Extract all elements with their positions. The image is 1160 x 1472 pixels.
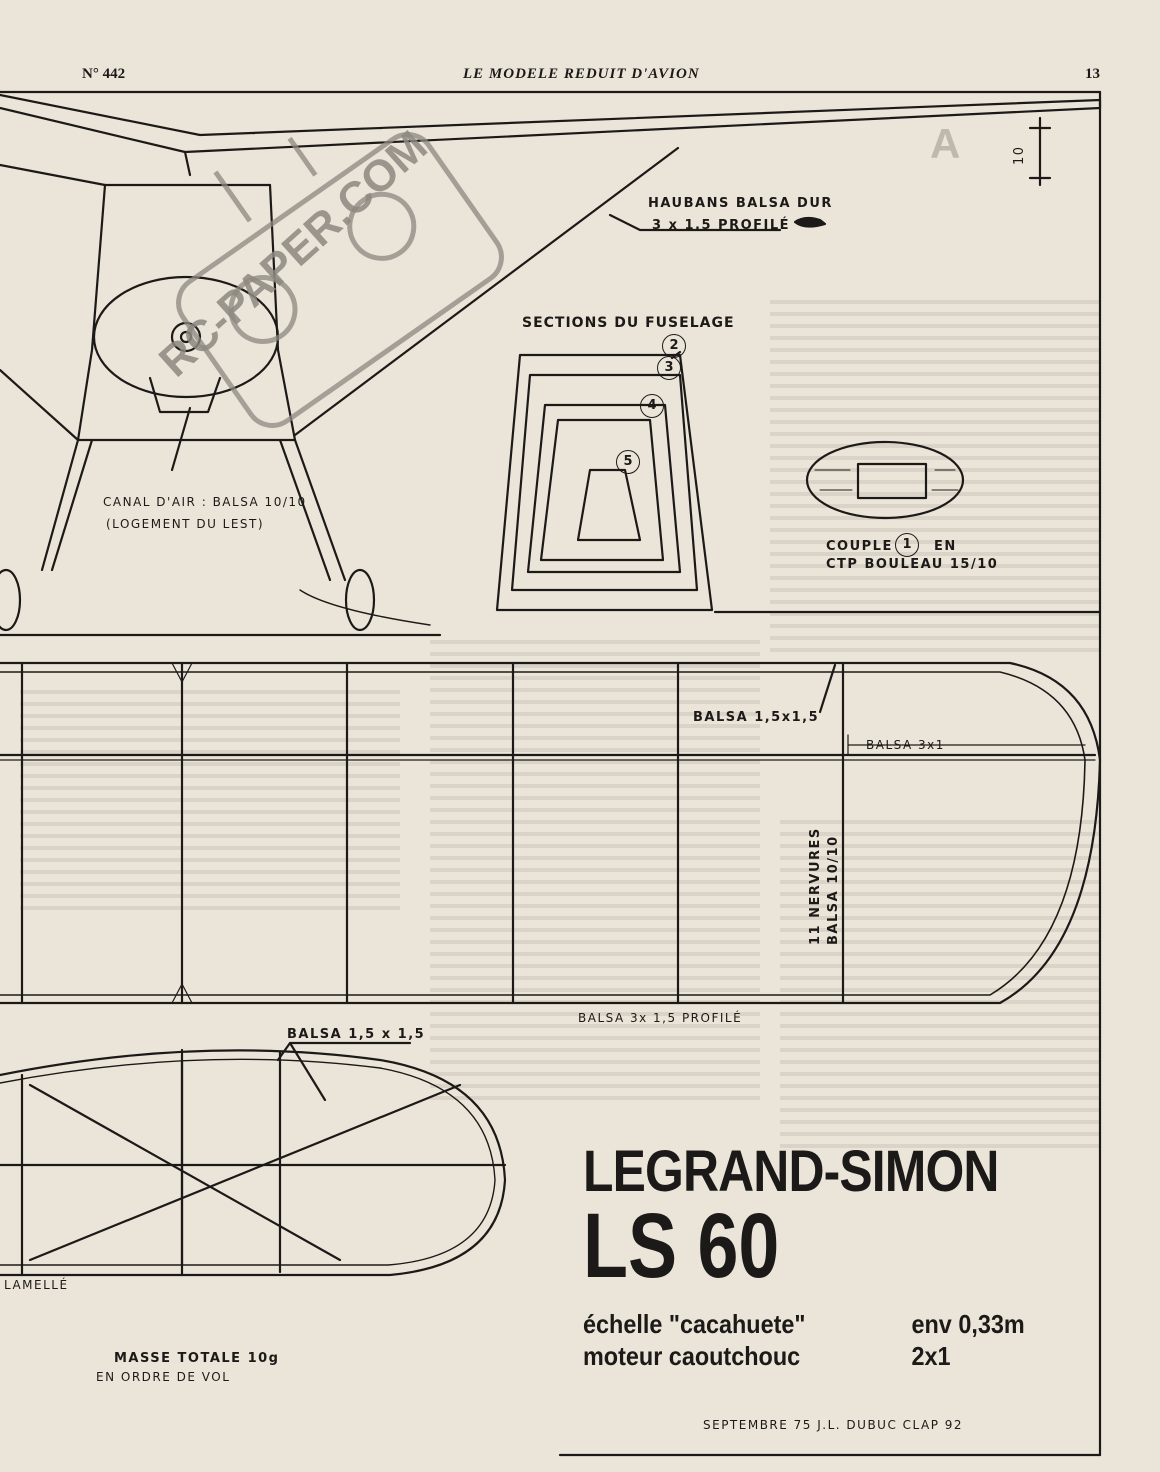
- nervures-label-2: BALSA 10/10: [826, 835, 841, 945]
- balsa-15x15-label: BALSA 1,5x1,5: [693, 710, 820, 725]
- span-label: env 0,33m: [911, 1309, 1025, 1339]
- fuselage-lead: [0, 368, 80, 442]
- aircraft-model: LS 60: [583, 1195, 780, 1297]
- stab-outline: [0, 1049, 507, 1277]
- rib-tick-1: [171, 662, 193, 1004]
- sections-title: SECTIONS DU FUSELAGE: [522, 315, 735, 331]
- wing-plan-outline: [0, 661, 1102, 1005]
- magazine-title: LE MODELE REDUIT D'AVION: [463, 66, 700, 82]
- ghost-text-col-right: [770, 300, 1100, 660]
- fuselage-side-left: [76, 183, 107, 442]
- ghost-text-col-left: [20, 690, 400, 910]
- wing-dihedral: [183, 150, 192, 177]
- ghost-text-col-mid: [430, 640, 760, 1100]
- couple-number: 1: [895, 533, 919, 557]
- wing-fuselage-left: [0, 163, 107, 187]
- spec-line-1: échelle "cacahuete" env 0,33m: [583, 1309, 1087, 1339]
- section-4-number: 4: [640, 394, 664, 418]
- prop-hub-inner: [179, 330, 193, 344]
- issue-number: N° 442: [82, 66, 126, 82]
- section-2: [495, 353, 714, 612]
- strut: [293, 146, 680, 437]
- stab-balsa-label: BALSA 1,5 x 1,5: [287, 1027, 426, 1042]
- couple-label-2: CTP BOULEAU 15/10: [826, 557, 999, 572]
- stab-leader: [276, 1041, 412, 1102]
- motor-size: 2x1: [911, 1341, 951, 1371]
- strut-leader: [608, 213, 782, 232]
- ghost-heading: A: [930, 120, 961, 167]
- ghost-text-col-right-lower: [780, 820, 1100, 1150]
- haubans-label-1: HAUBANS BALSA DUR: [648, 196, 833, 211]
- wing-plan-inner-le: [0, 671, 1086, 996]
- credits: SEPTEMBRE 75 J.L. DUBUC CLAP 92: [703, 1418, 964, 1432]
- strut-arrow: [793, 216, 827, 228]
- gear-left: [40, 438, 94, 572]
- stab-inner: [0, 1058, 496, 1266]
- wheel-right: [344, 568, 376, 632]
- ground-arc: [299, 589, 431, 626]
- canal-label-2: (LOGEMENT DU LEST): [106, 517, 265, 531]
- air-intake: [148, 376, 222, 414]
- couple-label-pre: COUPLE: [826, 539, 893, 554]
- gear-right: [278, 438, 347, 582]
- section-5-number: 5: [616, 450, 640, 474]
- couple-1-ellipse: [805, 440, 965, 520]
- dim-3x1: [847, 734, 1086, 756]
- couple-label-post: EN: [934, 539, 957, 554]
- motor-label: moteur caoutchouc: [583, 1341, 801, 1371]
- dim-10-label: 10: [1012, 145, 1027, 165]
- haubans-label-2: 3 x 1.5 PROFILÉ: [652, 218, 791, 233]
- balsa-15-leader: [818, 663, 837, 714]
- nervures-label-1: 11 NERVURES: [808, 827, 823, 945]
- canal-label-1: CANAL D'AIR : BALSA 10/10: [103, 495, 307, 509]
- masse-label-2: EN ORDRE DE VOL: [96, 1370, 231, 1384]
- canal-leader: [170, 406, 192, 472]
- section-2-number: 2: [662, 334, 686, 358]
- section-3-number: 3: [657, 356, 681, 380]
- stab-diag-1: [28, 1083, 342, 1262]
- fuselage-side-right: [268, 183, 297, 442]
- couple-1-grain: [814, 469, 959, 491]
- lamelle-label: LAMELLÉ: [4, 1278, 69, 1292]
- wing-front-view: [0, 93, 1102, 154]
- aircraft-name: LEGRAND-SIMON: [583, 1139, 999, 1204]
- couple-1-opening: [856, 462, 928, 500]
- section-5-inner: [576, 468, 642, 542]
- stab-diag-2: [28, 1083, 462, 1262]
- masse-label-1: MASSE TOTALE 10g: [114, 1351, 280, 1366]
- dim-10-lines: [1028, 116, 1052, 187]
- balsa-profile-label: BALSA 3x 1,5 PROFILÉ: [578, 1011, 743, 1025]
- wheel-left: [0, 568, 22, 632]
- scale-label: échelle "cacahuete": [583, 1309, 806, 1339]
- section-5: [539, 418, 665, 562]
- balsa-3x1-label: BALSA 3x1: [866, 738, 945, 752]
- spec-line-2: moteur caoutchouc 2x1: [583, 1341, 1087, 1371]
- section-3: [510, 373, 699, 592]
- section-4: [526, 403, 682, 574]
- page-number: 13: [1085, 66, 1100, 82]
- watermark-stamp: [176, 132, 504, 428]
